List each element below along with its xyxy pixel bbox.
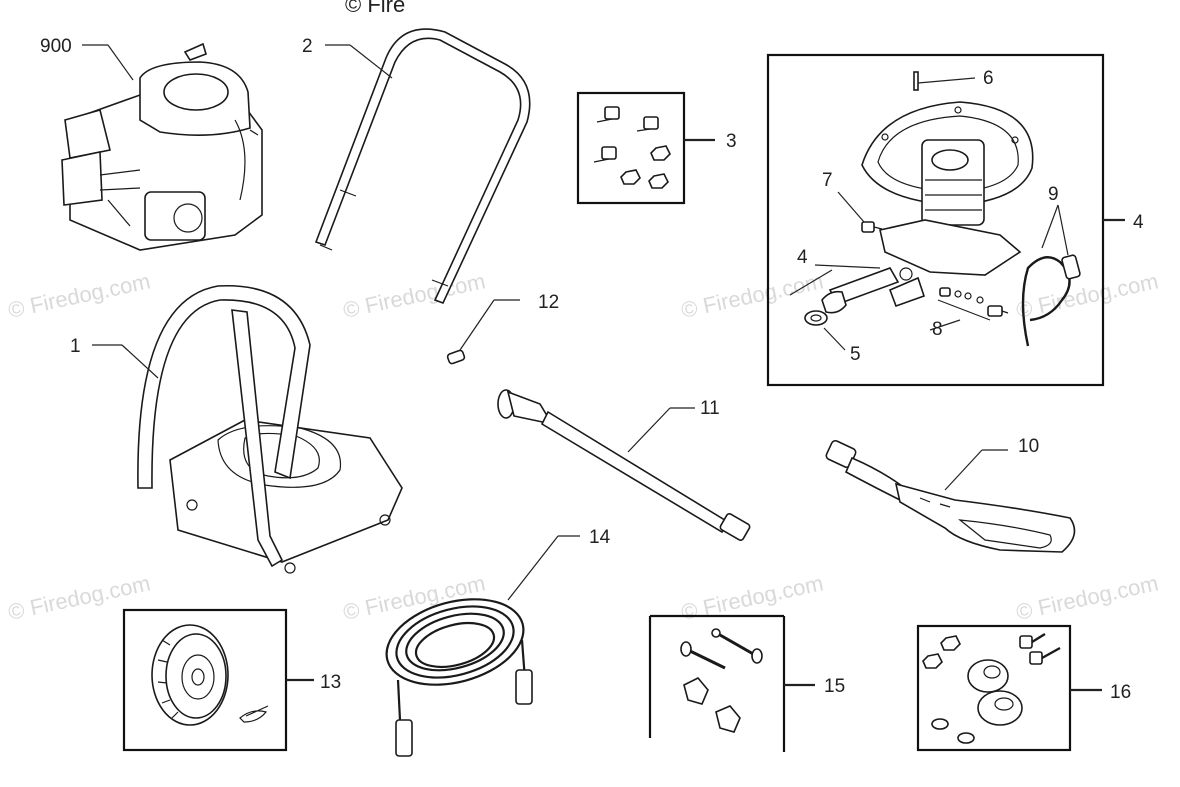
spray-gun-icon [825, 439, 1076, 553]
callout-7: 6 [983, 68, 994, 89]
watermark-top: © Fire [345, 0, 405, 17]
bolt-kit-icon [593, 106, 671, 189]
callout-17: 16 [1110, 682, 1131, 703]
callout-11: 10 [1018, 436, 1039, 457]
pump-hose-icon [1021, 254, 1081, 347]
unloader-kit-icon [939, 287, 1009, 317]
pump-icon [861, 101, 1034, 276]
high-pressure-hose-icon [385, 598, 533, 757]
wand-icon [497, 389, 751, 541]
bolt-kit-box [576, 91, 686, 205]
callout-16: 15 [824, 676, 845, 697]
callout-1: 1 [70, 336, 81, 357]
callout-4: 4 [1133, 212, 1144, 233]
wheel-kit-icon [151, 624, 269, 726]
washer-icon [804, 290, 847, 326]
engine-icon [61, 42, 263, 251]
callout-13: 12 [538, 292, 559, 313]
callout-15: 14 [589, 527, 611, 548]
callout-9: 8 [932, 319, 943, 340]
watermark: © Firedog.com [6, 570, 153, 625]
callout-3: 3 [726, 131, 737, 152]
watermark: © Firedog.com [6, 268, 153, 323]
pin-icon [913, 71, 919, 91]
callout-900: 900 [40, 36, 72, 57]
foot-kit-icon [922, 632, 1061, 744]
watermark: © Firedog.com [1014, 268, 1161, 323]
callout-5: 4 [797, 247, 808, 268]
handle-icon [314, 28, 531, 305]
callout-2: 2 [302, 36, 313, 57]
watermark: © Firedog.com [1014, 570, 1161, 625]
frame-icon [137, 284, 403, 574]
callout-6: 5 [850, 344, 861, 365]
nozzle-icon [446, 349, 466, 365]
valve-icon [861, 221, 883, 233]
callout-8: 7 [822, 170, 833, 191]
callout-12: 11 [700, 398, 720, 419]
hardware-kit-icon [680, 628, 763, 733]
callout-14: 13 [320, 672, 341, 693]
callout-10: 9 [1048, 184, 1059, 205]
watermark: © Firedog.com [679, 268, 826, 323]
foot-kit-box [916, 624, 1072, 752]
watermark: © Firedog.com [341, 268, 488, 323]
